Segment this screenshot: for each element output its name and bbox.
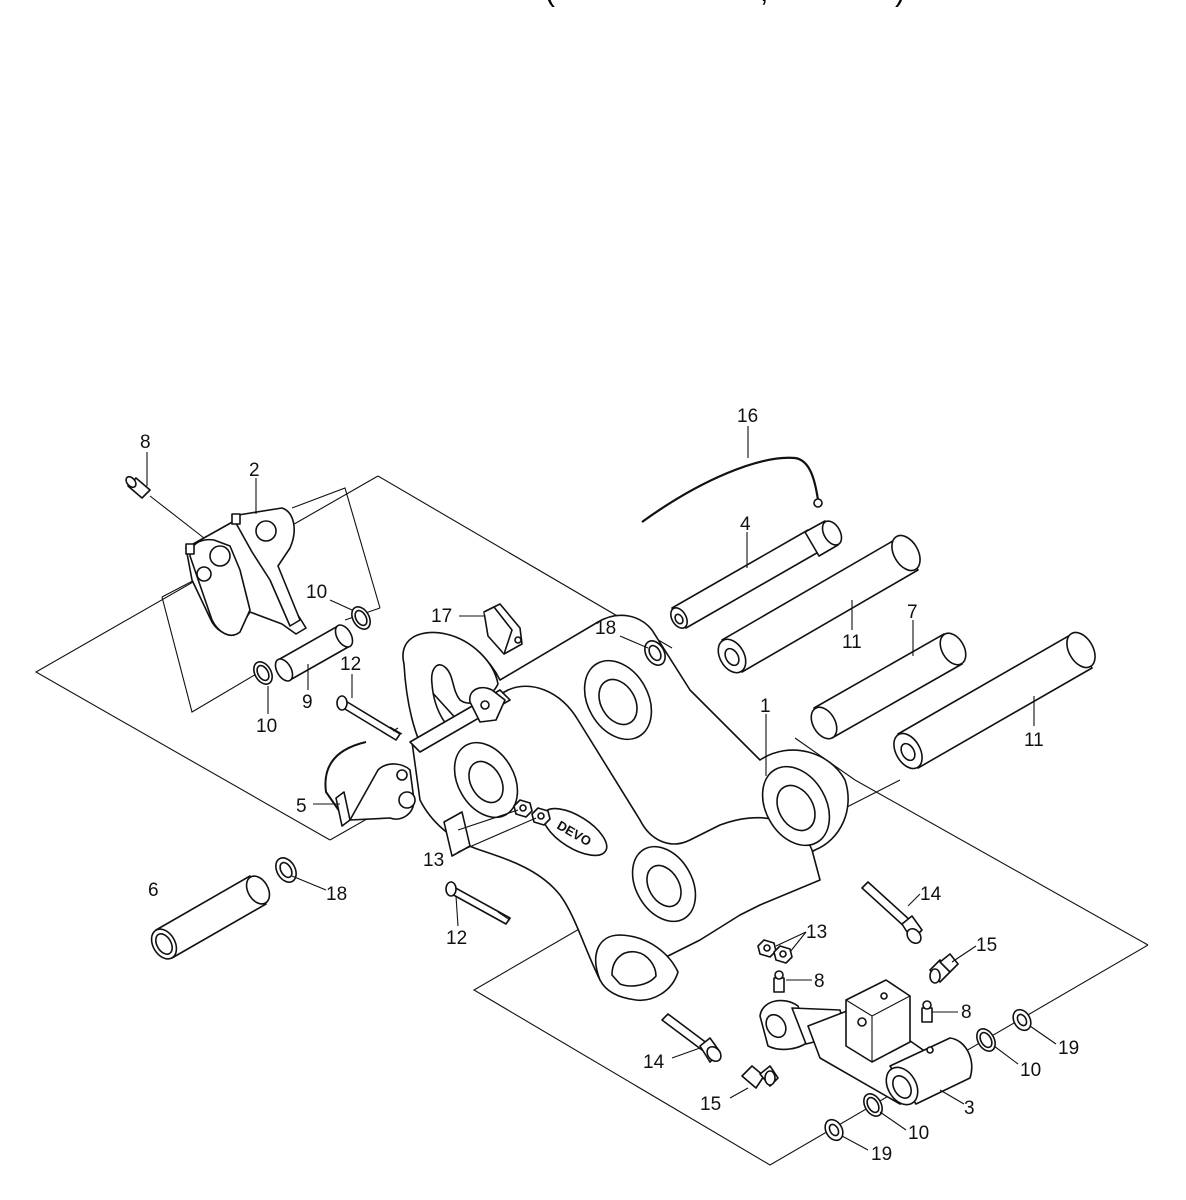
ring-18-upper: [644, 640, 666, 666]
callout-5: 5: [296, 796, 307, 817]
logo: DEVO: [542, 807, 608, 857]
main-frame-1: [402, 614, 849, 1001]
callout-18-lower: 18: [326, 884, 347, 905]
wire-16: [641, 456, 823, 523]
pin-11-upper: [717, 534, 921, 674]
title-paren-close: ): [895, 0, 905, 7]
elbow-fitting-15-upper: [929, 953, 959, 984]
callout-2: 2: [249, 460, 260, 481]
callout-13-lower: 13: [806, 922, 827, 943]
pin-11-lower: [893, 631, 1096, 770]
ring-10-right: [976, 1028, 996, 1052]
ring-10-upper: [351, 606, 371, 630]
callout-8-middle: 8: [814, 971, 825, 992]
callout-labels: 8 2 16 4 10 17 18 11 7 1 11 12 9 10 5 13…: [140, 406, 1079, 1165]
callout-3: 3: [964, 1098, 975, 1119]
elbow-fitting-15-lower: [741, 1065, 779, 1089]
nuts-13-lower: [757, 939, 793, 964]
callout-15-lower: 15: [700, 1094, 721, 1115]
washer-19-bottom: [824, 1118, 844, 1142]
hose-14-upper: [861, 881, 923, 945]
callout-11-lower: 11: [1024, 730, 1044, 751]
grease-nipple-8-middle: [773, 970, 785, 993]
leader-lines: [146, 426, 1057, 1151]
grease-nipple-8-right: [921, 1000, 933, 1023]
pin-6: [150, 875, 271, 960]
callout-18-upper: 18: [595, 618, 616, 639]
title-comma: ,: [760, 0, 768, 7]
ring-10-bottom: [863, 1093, 883, 1117]
callout-17: 17: [431, 606, 452, 627]
pin-7: [810, 632, 967, 740]
hose-14-lower: [661, 1013, 722, 1063]
callout-14-upper: 14: [920, 884, 942, 905]
latch-plate: [469, 686, 506, 723]
nuts-13-upper: [513, 799, 551, 826]
callout-11-upper: 11: [842, 632, 862, 653]
grease-nipple-8-upper: [125, 475, 151, 499]
hydraulic-cylinder-3: [759, 979, 973, 1106]
callout-10-left: 10: [256, 716, 277, 737]
callout-19-bottom: 19: [871, 1144, 892, 1165]
callout-12-upper: 12: [340, 654, 361, 675]
lock-pin-5: [324, 741, 416, 827]
callout-12-lower: 12: [446, 928, 467, 949]
callout-1: 1: [760, 696, 771, 717]
callout-13-upper: 13: [423, 850, 444, 871]
title-paren-open: (: [545, 0, 555, 7]
washer-19-right: [1012, 1008, 1032, 1032]
bolt-12-lower: [445, 881, 511, 925]
cropped-title-fragment: ( , ): [0, 0, 1186, 7]
callout-8-top: 8: [140, 432, 151, 453]
callout-16: 16: [737, 406, 758, 427]
callout-14-lower: 14: [643, 1052, 665, 1073]
ring-18-lower: [275, 857, 297, 883]
bracket-17: [483, 603, 523, 655]
bolt-12-upper: [336, 695, 403, 741]
callout-6: 6: [148, 880, 159, 901]
callout-10-upper: 10: [306, 582, 327, 603]
pin-4: [670, 520, 843, 629]
callout-4: 4: [740, 514, 751, 535]
callout-10-bottom: 10: [908, 1123, 929, 1144]
callout-7: 7: [907, 602, 918, 623]
callout-10-right: 10: [1020, 1060, 1041, 1081]
hook-plates-2: [185, 507, 307, 636]
callout-19-right: 19: [1058, 1038, 1079, 1059]
pin-9: [274, 624, 354, 682]
callout-15-upper: 15: [976, 935, 997, 956]
callout-8-right: 8: [961, 1002, 972, 1023]
callout-9: 9: [302, 692, 313, 713]
ring-10-left: [253, 661, 273, 685]
